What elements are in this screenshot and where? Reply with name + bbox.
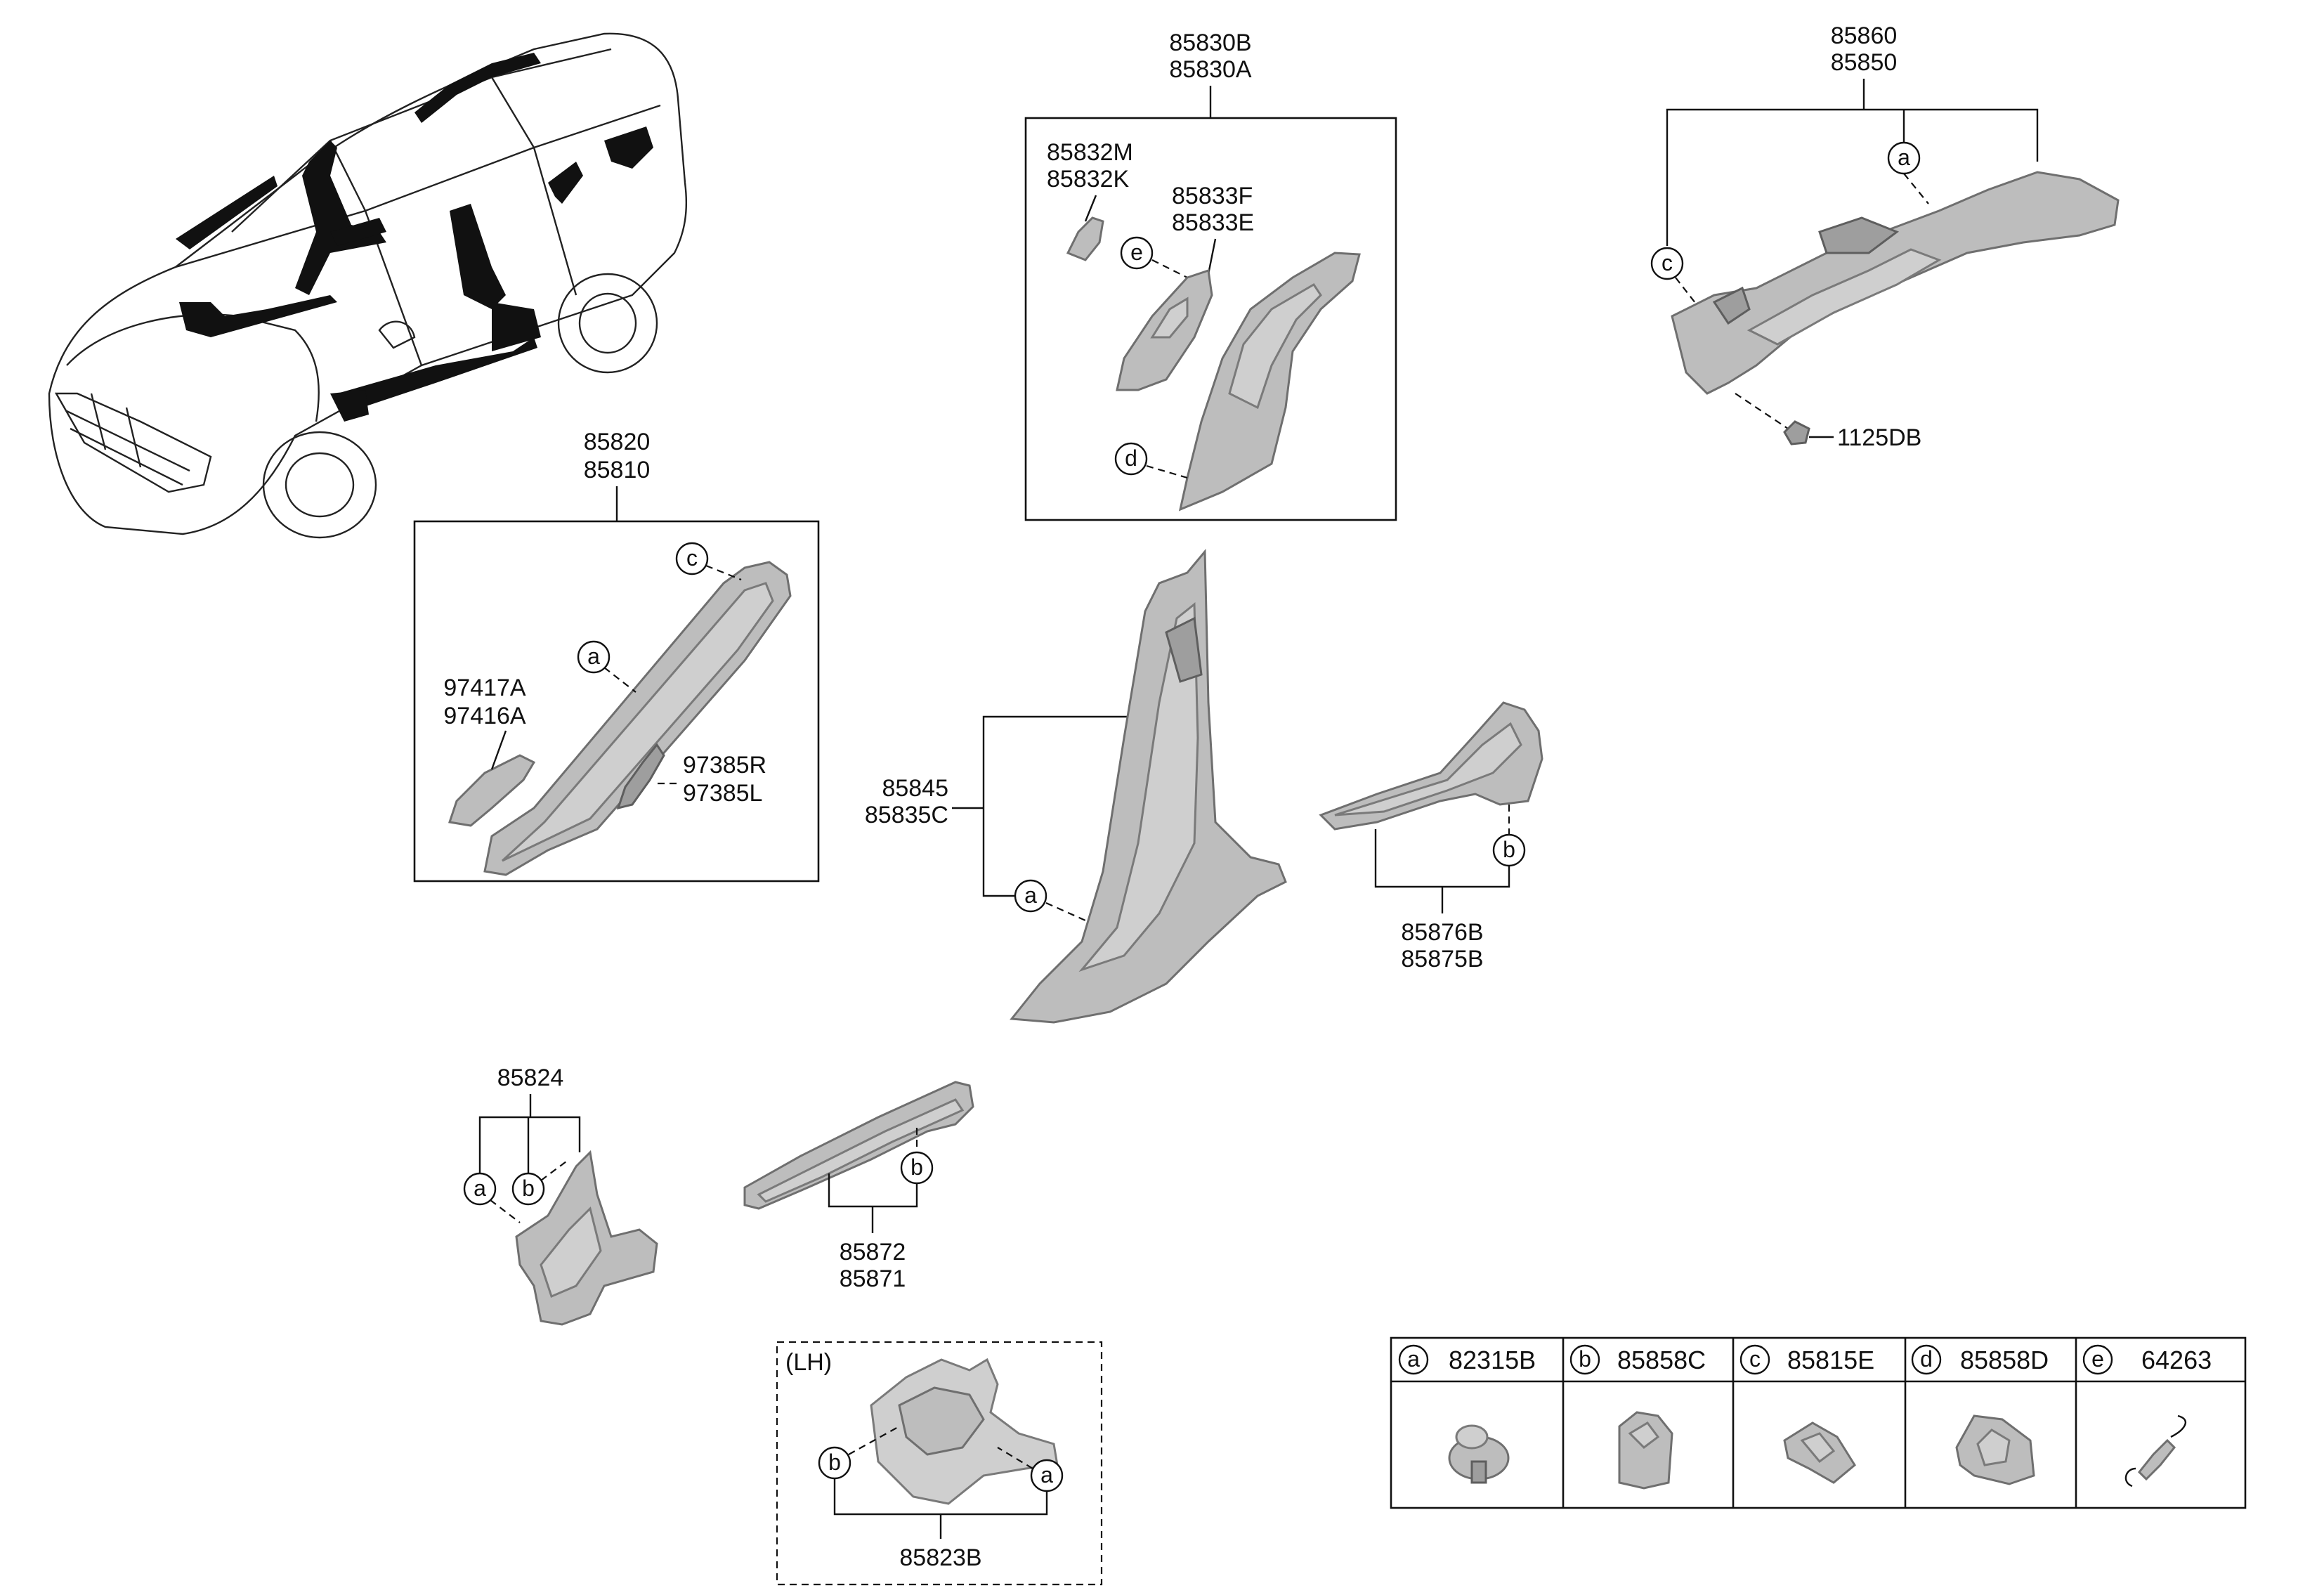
- circle-label: e: [1130, 240, 1143, 265]
- part-number: 85871: [840, 1265, 906, 1292]
- circle-label: a: [1898, 145, 1910, 170]
- pillar-clip: [616, 743, 665, 810]
- part-number: 85835C: [865, 802, 948, 828]
- vehicle-illustration: [48, 32, 688, 539]
- b-pillar-upper-frame: [1024, 117, 1397, 521]
- part-number: 85876B: [1401, 919, 1483, 946]
- part-number: 85872: [840, 1239, 906, 1265]
- circle-label: c: [1662, 250, 1673, 275]
- circle-label: a: [587, 644, 600, 669]
- b-pillar-upper-trim: [1178, 252, 1361, 512]
- part-number: 85833F: [1172, 183, 1253, 209]
- a-pillar-group: 85820 85810 97417A 97416A 97385R 97385L …: [413, 429, 820, 883]
- fastener-legend: a 82315B b 85858C c 85815E d 85858D: [1390, 1336, 2247, 1509]
- lh-cover-group: (LH) b a 85823B: [776, 1341, 1103, 1586]
- legend-part: 82315B: [1449, 1346, 1536, 1374]
- part-number: 97416A: [443, 703, 526, 729]
- cowl-side-group: 85824 a b: [463, 1065, 658, 1326]
- clip-85858d-icon: [1955, 1414, 2035, 1485]
- legend-letter: b: [1579, 1346, 1591, 1372]
- part-number: 97417A: [443, 675, 526, 701]
- legend-part: 85858C: [1617, 1346, 1706, 1374]
- circle-label: d: [1125, 445, 1137, 471]
- circle-label: a: [1040, 1462, 1053, 1488]
- part-number: 85820: [584, 429, 651, 455]
- part-number: 85875B: [1401, 946, 1483, 972]
- circle-label: c: [686, 545, 698, 571]
- lh-cover-frame: [776, 1341, 1103, 1586]
- part-number: 85850: [1831, 49, 1898, 76]
- c-pillar-group: 85860 85850 a c 1125DB: [1650, 22, 2120, 451]
- circle-label: b: [828, 1450, 841, 1475]
- part-number: 85832M: [1047, 139, 1133, 166]
- b-pillar-upper-group: 85830B 85830A 85832M 85832K 85833F 85833…: [1024, 30, 1397, 521]
- clip-85858c-icon: [1618, 1411, 1673, 1490]
- part-number: 85830A: [1169, 56, 1252, 83]
- legend-letter: a: [1407, 1346, 1420, 1372]
- clip-82315b-icon: [1448, 1424, 1510, 1484]
- part-number: 85860: [1831, 22, 1898, 49]
- spring-64263-icon: [2124, 1414, 2187, 1488]
- clip-85815e-icon: [1783, 1421, 1856, 1484]
- part-number: 85830B: [1169, 30, 1251, 56]
- circle-label: a: [474, 1176, 486, 1201]
- screw-icon: [1783, 420, 1810, 445]
- circle-label: a: [1024, 883, 1037, 908]
- legend-letter: d: [1920, 1346, 1933, 1372]
- b-pillar-lower-group: 85845 85835C a: [865, 548, 1287, 1024]
- assist-grip: [448, 754, 536, 827]
- part-number: 1125DB: [1837, 424, 1921, 451]
- part-number: 97385R: [683, 752, 766, 779]
- rear-scuff-trim: [1319, 701, 1543, 831]
- part-number: 85845: [882, 775, 948, 802]
- legend-part: 85858D: [1960, 1346, 2049, 1374]
- rear-scuff-group: b 85876B 85875B: [1319, 701, 1543, 972]
- legend-part: 85815E: [1787, 1346, 1874, 1374]
- small-trim-piece: [1066, 216, 1104, 261]
- part-number: 97385L: [683, 780, 762, 807]
- legend-part: 64263: [2141, 1346, 2212, 1374]
- part-number: 85824: [497, 1065, 564, 1091]
- a-pillar-frame: [413, 520, 820, 883]
- part-number: 85832K: [1047, 166, 1130, 193]
- part-number: 85833E: [1172, 209, 1254, 236]
- legend-letter: c: [1749, 1346, 1761, 1372]
- circle-label: b: [910, 1154, 923, 1180]
- part-number: 85823B: [899, 1544, 981, 1571]
- circle-label: b: [1503, 837, 1515, 862]
- front-scuff-group: b 85872 85871: [743, 1081, 974, 1292]
- circle-label: b: [522, 1176, 535, 1201]
- variant-tag: (LH): [785, 1349, 832, 1376]
- legend-letter: e: [2091, 1346, 2104, 1372]
- part-number: 85810: [584, 457, 651, 483]
